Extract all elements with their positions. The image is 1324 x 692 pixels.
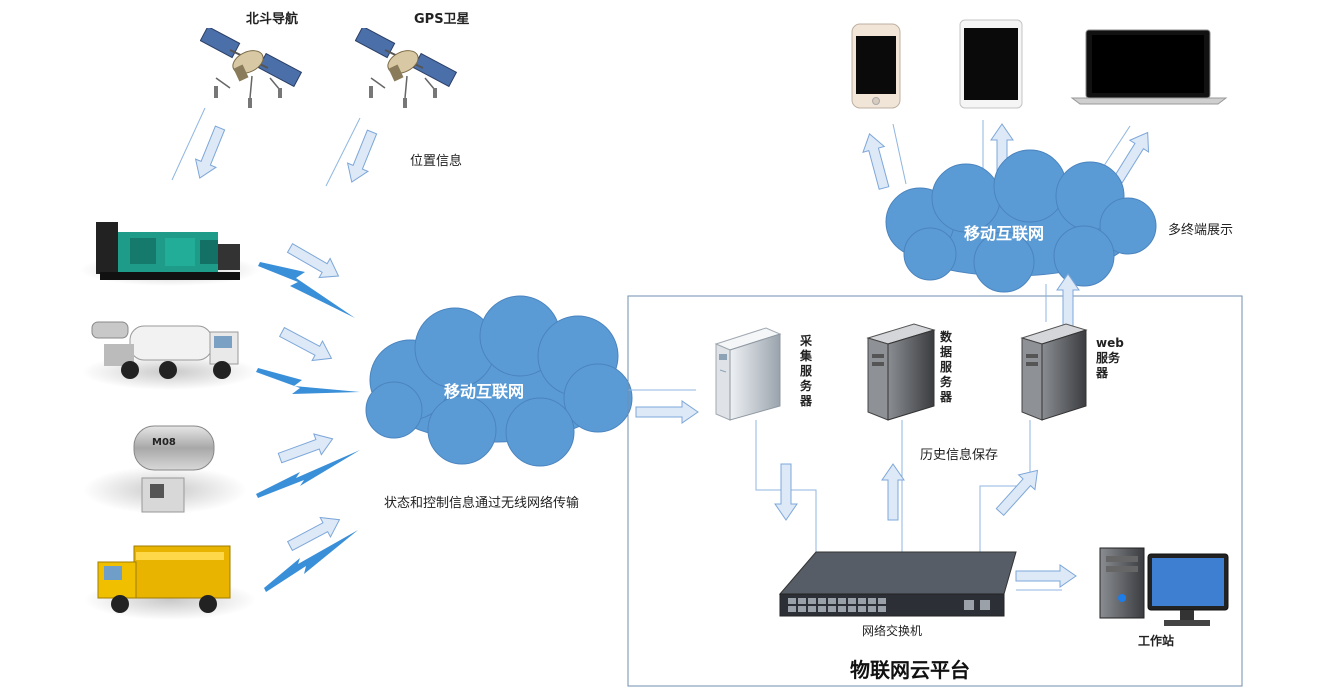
- uplink-arrow-icon: [286, 516, 341, 552]
- uplink-arrow-group: [277, 242, 341, 552]
- lightning-bolt-icon: [264, 530, 358, 592]
- cloud-to-collector-arrow: [635, 400, 699, 424]
- data-server-label: 数据服务器: [940, 330, 953, 404]
- collection-server-label: 采集服务器: [800, 334, 813, 408]
- smartphone-icon: [851, 23, 901, 109]
- up-arrow-to-phone: [862, 133, 890, 190]
- switch-label: 网络交换机: [862, 624, 923, 638]
- uplink-arrow-icon: [286, 242, 340, 279]
- satellite-downlink-arrows: [194, 125, 378, 183]
- beidou-downlink-arrow: [194, 125, 226, 179]
- history-storage-label: 历史信息保存: [920, 448, 999, 463]
- switch-to-data-server-arrow: [881, 463, 905, 521]
- lightning-bolt-icon: [258, 262, 355, 318]
- up-arrow-to-laptop: [1113, 131, 1150, 184]
- transmission-label: 状态和控制信息通过无线网络传输: [384, 496, 580, 511]
- switch-arrows: [774, 463, 1077, 588]
- cloud-to-terminal-arrows: [862, 123, 1150, 190]
- cloud-left-label: 移动互联网: [444, 382, 525, 401]
- tank-truck-equipment-image: [82, 321, 258, 390]
- web-to-cloud-arrow: [1056, 273, 1080, 327]
- lightning-bolt-icon: [256, 368, 360, 394]
- cloud-left-shape: [365, 295, 633, 467]
- uplink-arrow-icon: [277, 433, 334, 464]
- tank-decal-text: M08: [152, 437, 176, 448]
- switch-to-web-server-arrow: [995, 469, 1039, 517]
- gps-satellite-icon: [355, 28, 458, 109]
- laptop-icon: [1070, 29, 1228, 105]
- uplink-arrow-icon: [278, 326, 333, 362]
- beidou-label: 北斗导航: [246, 12, 299, 27]
- emergency-power-truck-image: [84, 545, 256, 620]
- beidou-satellite-icon: [200, 28, 303, 109]
- web-server-label: web服务器: [1096, 336, 1124, 380]
- multi-terminal-label: 多终端展示: [1168, 223, 1234, 238]
- data-server-icon: [866, 323, 936, 421]
- iot-platform-frame: [627, 295, 1243, 687]
- collection-server-icon: [714, 327, 782, 421]
- switch-to-workstation-arrow: [1015, 564, 1077, 588]
- generator-equipment-image: [80, 222, 260, 286]
- collector-to-switch-arrow: [774, 463, 798, 521]
- platform-title: 物联网云平台: [850, 658, 970, 682]
- cloud-right-shape: [885, 149, 1157, 293]
- satellite-signal-lines: [171, 107, 361, 187]
- mobile-tank-equipment-image: M08: [83, 425, 247, 514]
- workstation-icon: [1099, 547, 1229, 626]
- tablet-icon: [959, 19, 1023, 109]
- workstation-label: 工作站: [1138, 634, 1175, 648]
- position-info-label: 位置信息: [410, 154, 463, 169]
- gps-downlink-arrow: [346, 129, 378, 183]
- network-switch-icon: [778, 551, 1017, 617]
- gps-label: GPS卫星: [414, 12, 470, 27]
- web-server-icon: [1020, 323, 1088, 421]
- cloud-right-label: 移动互联网: [964, 224, 1045, 243]
- lightning-bolt-icon: [256, 450, 360, 498]
- wireless-lightning-group: [256, 262, 360, 592]
